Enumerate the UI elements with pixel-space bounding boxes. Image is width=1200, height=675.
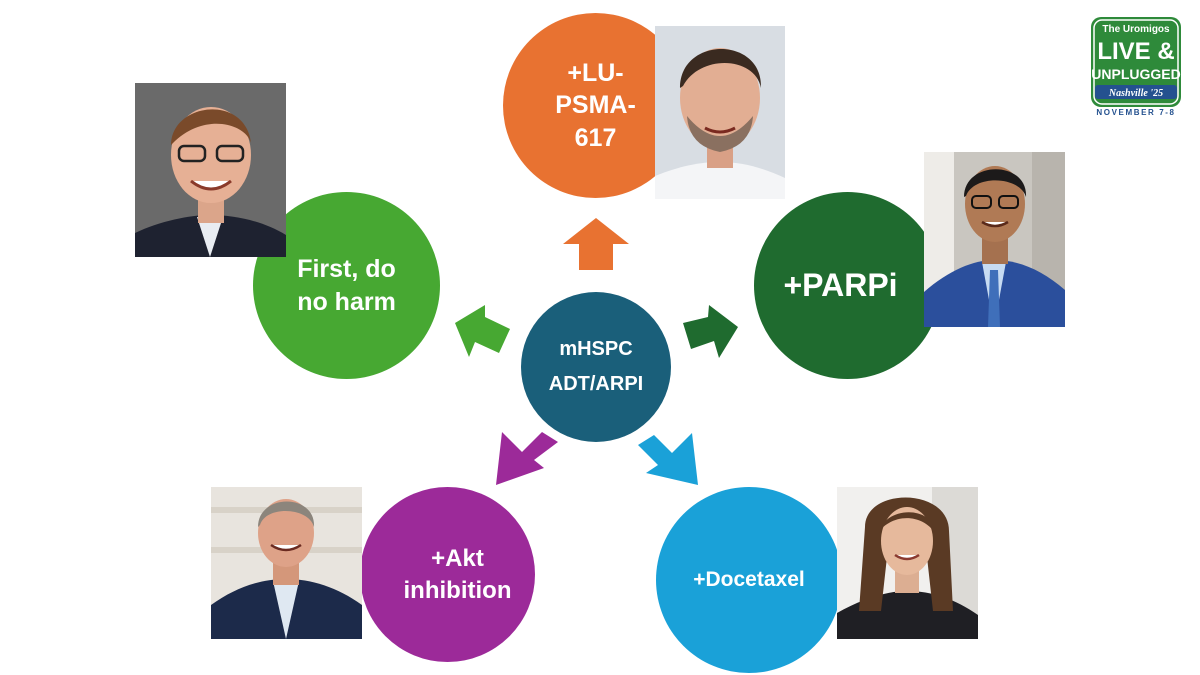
speaker-photo-top	[655, 26, 785, 199]
svg-text:Nashville '25: Nashville '25	[1108, 88, 1163, 99]
svg-text:LIVE &: LIVE &	[1097, 38, 1174, 65]
speaker-photo-top-left	[135, 83, 286, 257]
arrow-down-right-icon	[638, 433, 698, 485]
speaker-photo-bottom-left	[211, 487, 362, 639]
uromigos-logo: The Uromigos LIVE & UNPLUGGED Nashville …	[1091, 17, 1181, 107]
node-parpi: +PARPi	[754, 192, 941, 379]
arrow-left-icon	[455, 305, 510, 357]
node-lu-psma-label: +LU- PSMA- 617	[555, 58, 636, 152]
node-first-do-no-harm-label: First, do no harm	[297, 255, 396, 316]
center-node-line1: mHSPC	[559, 338, 633, 360]
arrow-down-left-icon	[496, 432, 558, 485]
logo-date: NOVEMBER 7-8	[1096, 108, 1176, 117]
center-node-mhspc: mHSPC ADT/ARPI	[521, 292, 671, 442]
arrow-up-icon	[563, 218, 629, 270]
node-parpi-label: +PARPi	[783, 267, 898, 303]
node-akt-inhibition: +Akt inhibition	[360, 487, 535, 662]
center-node-line2: ADT/ARPI	[548, 373, 644, 395]
node-docetaxel-label: +Docetaxel	[693, 568, 805, 591]
node-docetaxel: +Docetaxel	[656, 487, 842, 673]
arrow-right-icon	[683, 305, 738, 358]
speaker-photo-bottom-right	[837, 487, 978, 639]
svg-text:The Uromigos: The Uromigos	[1102, 24, 1170, 35]
speaker-photo-right	[924, 152, 1065, 327]
node-akt-label: +Akt inhibition	[403, 545, 512, 604]
svg-text:UNPLUGGED: UNPLUGGED	[1091, 66, 1180, 82]
